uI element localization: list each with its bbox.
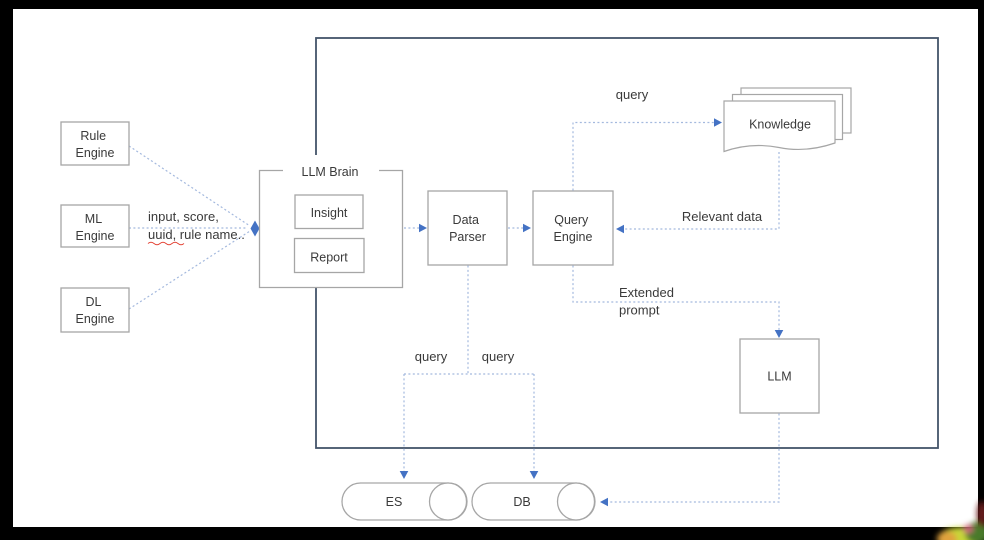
rule-engine-line2: Engine bbox=[76, 146, 115, 160]
engine-boxes bbox=[60, 121, 130, 333]
query-db-label: query bbox=[482, 349, 515, 364]
ml-engine-label: ML Engine bbox=[76, 212, 115, 243]
db-store: DB bbox=[471, 482, 596, 521]
arrowhead-icon bbox=[616, 224, 624, 234]
dl-engine-label: DL Engine bbox=[76, 295, 115, 326]
rule-engine-line1: Rule bbox=[80, 129, 106, 143]
arrowhead-icon bbox=[523, 223, 531, 233]
query-engine-line2: Engine bbox=[554, 230, 593, 244]
dl-engine-line2: Engine bbox=[76, 312, 115, 326]
llm-brain-title: LLM Brain bbox=[302, 165, 359, 179]
data-parser-label: Data Parser bbox=[449, 213, 486, 244]
diamond-arrowhead-icon bbox=[250, 220, 260, 237]
edge-llm-to-db bbox=[606, 413, 780, 503]
insight-label: Insight bbox=[311, 206, 348, 220]
query-engine-box bbox=[532, 190, 614, 266]
corner-blob-orange bbox=[937, 531, 957, 540]
rule-engine-label: Rule Engine bbox=[76, 129, 115, 160]
es-label: ES bbox=[386, 495, 403, 509]
query-engine-line1: Query bbox=[554, 213, 589, 227]
input-label-line1: input, score, bbox=[148, 209, 219, 224]
report-box bbox=[293, 237, 365, 274]
ml-engine-box bbox=[60, 204, 130, 248]
es-cylinder-cap-icon bbox=[428, 482, 468, 521]
dl-engine-line1: DL bbox=[86, 295, 102, 309]
slide-canvas bbox=[13, 9, 978, 527]
data-parser-line1: Data bbox=[453, 213, 479, 227]
db-label: DB bbox=[513, 495, 530, 509]
ml-engine-line1: ML bbox=[85, 212, 102, 226]
relevant-data-label: Relevant data bbox=[682, 209, 763, 224]
llm-box bbox=[739, 338, 820, 414]
query-es-label: query bbox=[415, 349, 448, 364]
corner-artifact-decoration bbox=[937, 501, 984, 540]
db-cylinder-cap-icon bbox=[556, 482, 596, 521]
knowledge-document-icon bbox=[723, 100, 836, 153]
arrowhead-icon bbox=[714, 118, 722, 127]
input-label-line2: uuid, rule name.. bbox=[148, 227, 245, 242]
arrowhead-icon bbox=[774, 330, 784, 338]
extended-prompt-line1: Extended bbox=[619, 285, 674, 300]
edge-data-parser-to-stores bbox=[403, 265, 535, 472]
edge-dl-engine-to-llm-brain bbox=[128, 230, 251, 310]
arrowhead-icon bbox=[419, 223, 427, 233]
data-parser-box bbox=[427, 190, 508, 266]
edge-query-engine-to-llm bbox=[572, 265, 780, 331]
query-knowledge-label: query bbox=[616, 87, 649, 102]
input-score-label: input, score, uuid, rule name.. bbox=[148, 209, 245, 242]
arrowhead-icon bbox=[529, 471, 539, 479]
rule-engine-box bbox=[60, 121, 130, 166]
extended-prompt-line2: prompt bbox=[619, 303, 660, 318]
corner-blob-maroon bbox=[977, 501, 984, 527]
edge-knowledge-to-query-engine bbox=[622, 152, 780, 230]
engine-connectors bbox=[128, 145, 251, 310]
dl-engine-box bbox=[60, 287, 130, 333]
data-parser-line2: Parser bbox=[449, 230, 486, 244]
report-label: Report bbox=[310, 251, 348, 265]
corner-blob-pink bbox=[963, 525, 973, 533]
es-store: ES bbox=[341, 482, 468, 521]
knowledge-label: Knowledge bbox=[749, 118, 811, 132]
query-engine-label: Query Engine bbox=[554, 213, 593, 244]
spellcheck-squiggle-icon bbox=[147, 241, 185, 246]
llm-label: LLM bbox=[767, 370, 791, 384]
insight-box bbox=[294, 194, 364, 230]
extended-prompt-label: Extended prompt bbox=[619, 285, 678, 318]
ml-engine-line2: Engine bbox=[76, 229, 115, 243]
arrowhead-icon bbox=[600, 497, 608, 507]
knowledge-documents: Knowledge bbox=[723, 87, 852, 153]
arrowhead-icon bbox=[399, 471, 409, 479]
edge-query-engine-to-knowledge bbox=[572, 121, 714, 191]
